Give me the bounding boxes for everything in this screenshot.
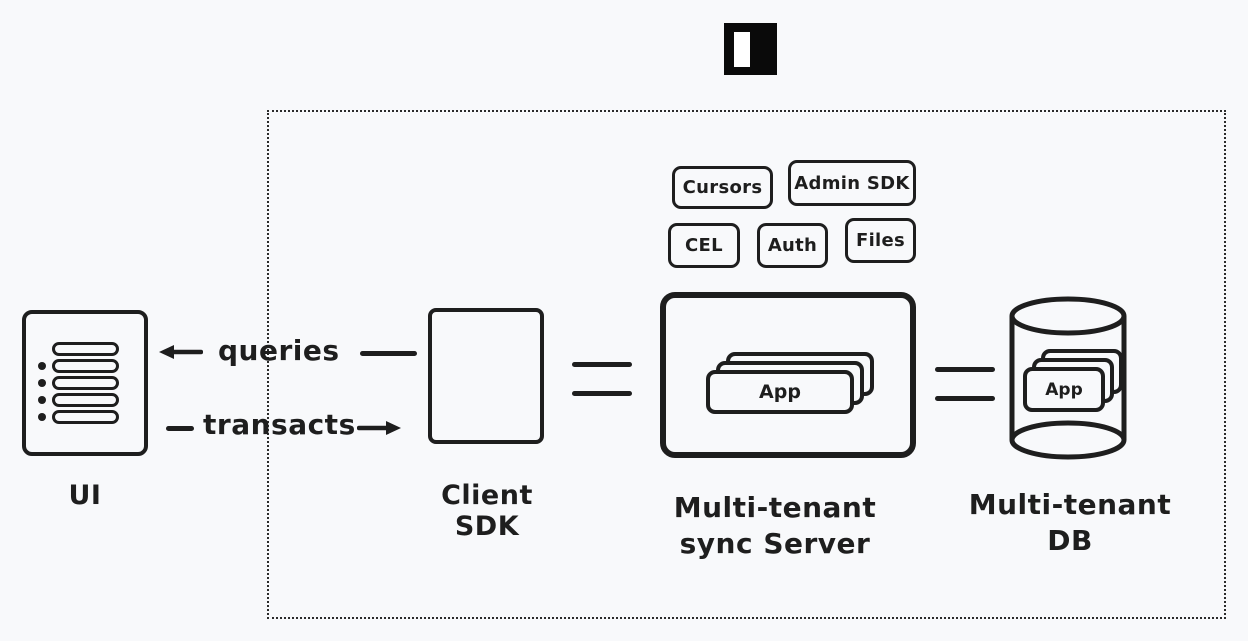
ui-label: UI <box>68 480 102 511</box>
client-sdk-node <box>428 308 544 444</box>
db-label-line2: DB <box>1047 524 1093 557</box>
equals-bar <box>572 391 632 396</box>
instant-logo <box>724 23 777 75</box>
list-bar <box>52 393 119 407</box>
transacts-edge-line <box>166 426 194 431</box>
db-app-stack: App <box>1023 349 1127 414</box>
badge-files: Files <box>845 218 916 263</box>
list-bar <box>52 410 119 424</box>
equals-bar <box>935 367 995 372</box>
badge-cursors: Cursors <box>672 166 773 209</box>
arrow-left-icon <box>159 345 203 359</box>
badge-admin-sdk: Admin SDK <box>788 160 916 206</box>
list-bullet <box>38 362 46 370</box>
equals-bar <box>935 396 995 401</box>
server-boundary-box <box>267 110 1226 619</box>
list-bullet <box>38 396 46 404</box>
instant-logo-bar <box>734 32 750 67</box>
badge-cel: CEL <box>668 223 740 268</box>
equals-bar <box>572 362 632 367</box>
queries-edge-label: queries <box>218 334 340 367</box>
list-bullet <box>38 379 46 387</box>
list-bullet <box>38 413 46 421</box>
badge-auth: Auth <box>757 223 828 268</box>
list-bar <box>52 376 119 390</box>
client-sdk-label: Client SDK <box>441 480 533 542</box>
list-bar <box>52 342 119 356</box>
list-bar <box>52 359 119 373</box>
server-app-stack: App <box>706 352 876 416</box>
db-label: Multi-tenant DB <box>950 487 1190 559</box>
arrow-right-icon <box>357 421 401 435</box>
transacts-edge-label: transacts <box>203 408 356 441</box>
sync-server-label-line1: Multi-tenant <box>673 491 877 524</box>
ui-node <box>22 310 148 456</box>
queries-edge-line <box>360 351 417 356</box>
sync-server-label: Multi-tenant sync Server <box>655 490 895 562</box>
sync-server-label-line2: sync Server <box>679 527 871 560</box>
db-label-line1: Multi-tenant <box>968 488 1172 521</box>
app-card-front: App <box>1023 367 1105 412</box>
app-card-front: App <box>706 370 854 414</box>
